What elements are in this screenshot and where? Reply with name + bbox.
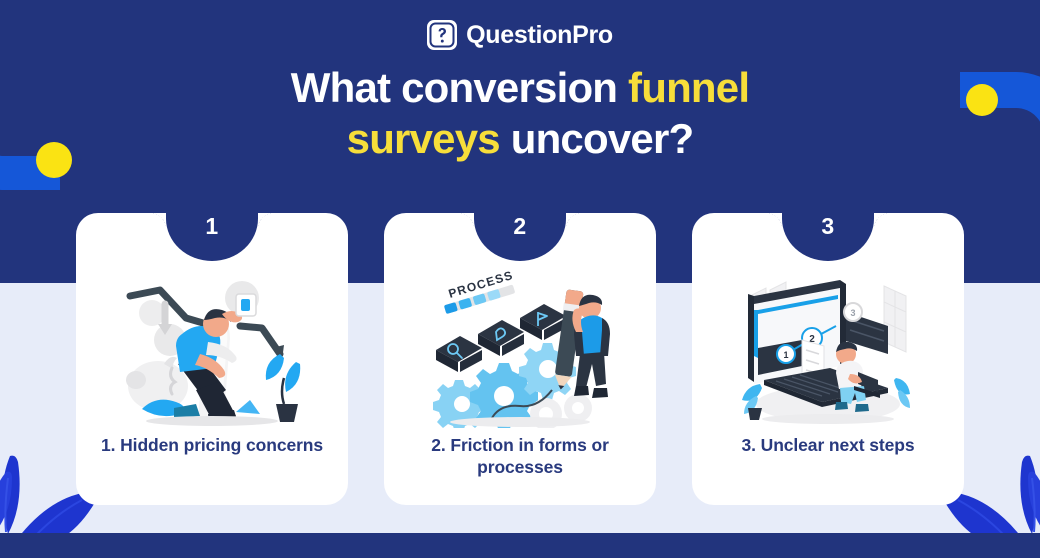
title-line-2-highlight: surveys	[346, 115, 501, 163]
yellow-dot-right-icon	[966, 84, 998, 116]
card-item[interactable]: 3	[692, 213, 964, 505]
stressed-man-declining-chart-piggy-bank-illustration	[112, 268, 312, 428]
card-caption: 1. Hidden pricing concerns	[100, 435, 324, 455]
title-line-2: surveys uncover?	[0, 113, 1040, 164]
laptop-numbered-steps-illustration: 1 2 3	[728, 268, 928, 428]
svg-text:2: 2	[809, 334, 815, 345]
title-line-1-plain: What conversion	[290, 64, 629, 111]
card-number-badge: 2	[513, 213, 527, 239]
card-caption: 2. Friction in forms or processes	[431, 435, 609, 478]
card-item[interactable]: 2 PROCESS	[384, 213, 656, 505]
card-row: 1	[0, 213, 1040, 505]
svg-text:1: 1	[783, 350, 788, 360]
yellow-dot-left-icon	[36, 142, 72, 178]
questionpro-p-question-mark-icon	[427, 20, 458, 50]
card-caption: 3. Unclear next steps	[741, 435, 915, 455]
footer-bar	[0, 533, 1040, 558]
card-number-badge: 1	[205, 213, 219, 239]
process-gears-pencil-illustration: PROCESS	[420, 268, 620, 428]
page-title: What conversion funnel surveys uncover?	[0, 62, 1040, 164]
brand-logo: QuestionPro	[0, 20, 1040, 50]
title-line-1-highlight: funnel	[628, 64, 750, 111]
card-number-badge: 3	[821, 213, 835, 239]
title-line-1: What conversion funnel	[0, 62, 1040, 113]
svg-text:3: 3	[850, 308, 855, 318]
title-line-2-plain: uncover?	[499, 115, 694, 163]
brand-name: QuestionPro	[466, 20, 613, 49]
card-item[interactable]: 1	[76, 213, 348, 505]
